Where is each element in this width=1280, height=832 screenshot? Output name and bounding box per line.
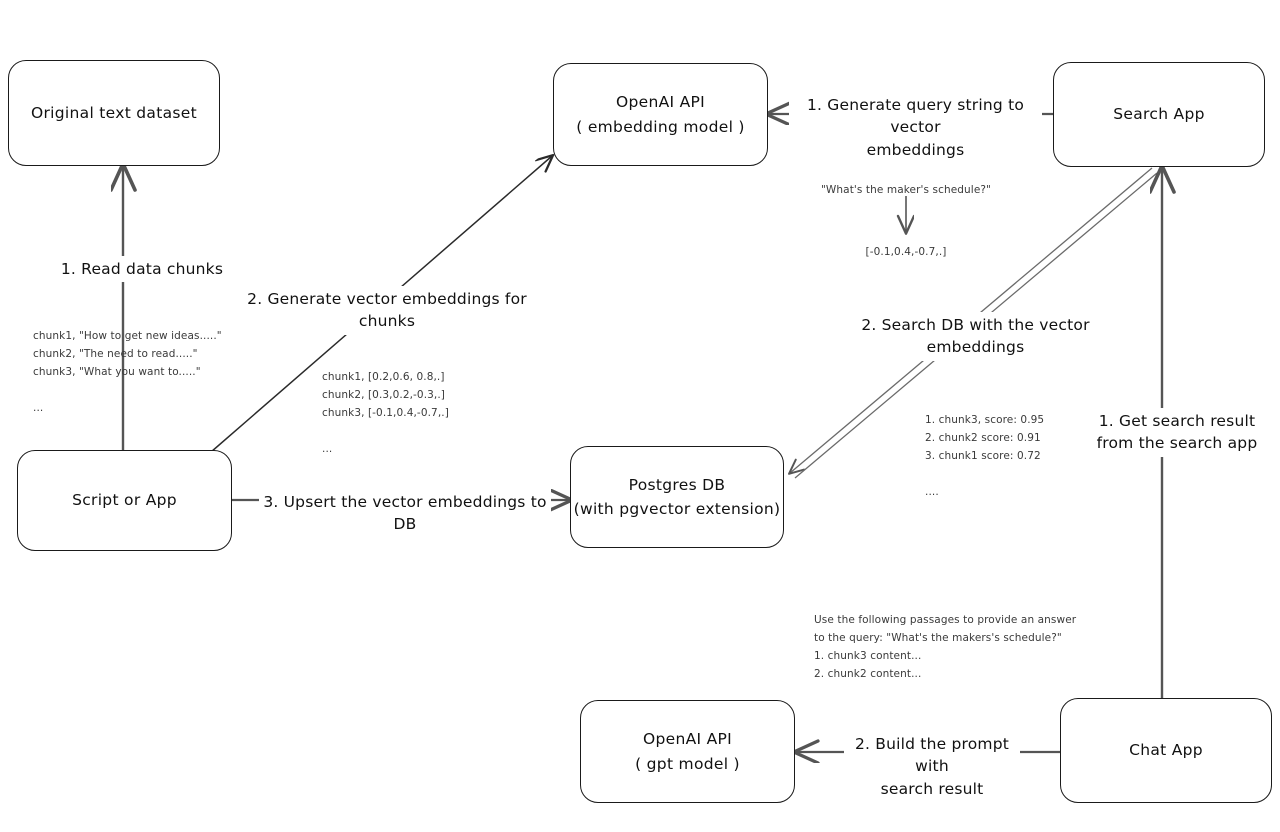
note-query-vector: [-0.1,0.4,-0.7,.]	[865, 246, 947, 258]
node-label: OpenAI API ( gpt model )	[635, 730, 740, 773]
note-prompt-text: Use the following passages to provide an…	[814, 614, 1077, 681]
node-openai-gpt-api[interactable]: OpenAI API ( gpt model )	[580, 700, 795, 803]
edge-label-upsert-to-db: 3. Upsert the vector embeddings to DB	[259, 489, 551, 538]
node-chat-app[interactable]: Chat App	[1060, 698, 1272, 803]
node-label: OpenAI API ( embedding model )	[576, 93, 745, 136]
node-original-text-dataset[interactable]: Original text dataset	[8, 60, 220, 166]
edge-label-get-search-result: 1. Get search result from the search app	[1089, 408, 1265, 457]
edge-label-search-db: 2. Search DB with the vector embeddings	[824, 312, 1127, 361]
node-label: Script or App	[72, 491, 177, 510]
note-chunks-text: chunk1, "How to get new ideas....." chun…	[33, 330, 222, 415]
node-label: Original text dataset	[31, 103, 197, 122]
edge-label-build-prompt: 2. Build the prompt with search result	[844, 731, 1020, 803]
node-search-app[interactable]: Search App	[1053, 62, 1265, 167]
note-search-results: 1. chunk3, score: 0.95 2. chunk2 score: …	[925, 414, 1045, 499]
node-label: Search App	[1113, 105, 1205, 124]
node-label: Chat App	[1129, 741, 1203, 760]
edge-label-generate-query-embeddings: 1. Generate query string to vector embed…	[789, 92, 1042, 164]
edge-label-generate-vector-embeddings: 2. Generate vector embeddings for chunks	[236, 286, 538, 335]
node-openai-embedding-api[interactable]: OpenAI API ( embedding model )	[553, 63, 768, 166]
note-chunk-embeddings: chunk1, [0.2,0.6, 0.8,.] chunk2, [0.3,0.…	[322, 371, 449, 456]
node-postgres-db[interactable]: Postgres DB (with pgvector extension)	[570, 446, 784, 548]
note-query-string: "What's the maker's schedule?"	[821, 184, 991, 196]
node-label: Postgres DB (with pgvector extension)	[573, 475, 781, 518]
node-script-or-app[interactable]: Script or App	[17, 450, 232, 551]
edge-label-read-data-chunks: 1. Read data chunks	[48, 256, 236, 283]
